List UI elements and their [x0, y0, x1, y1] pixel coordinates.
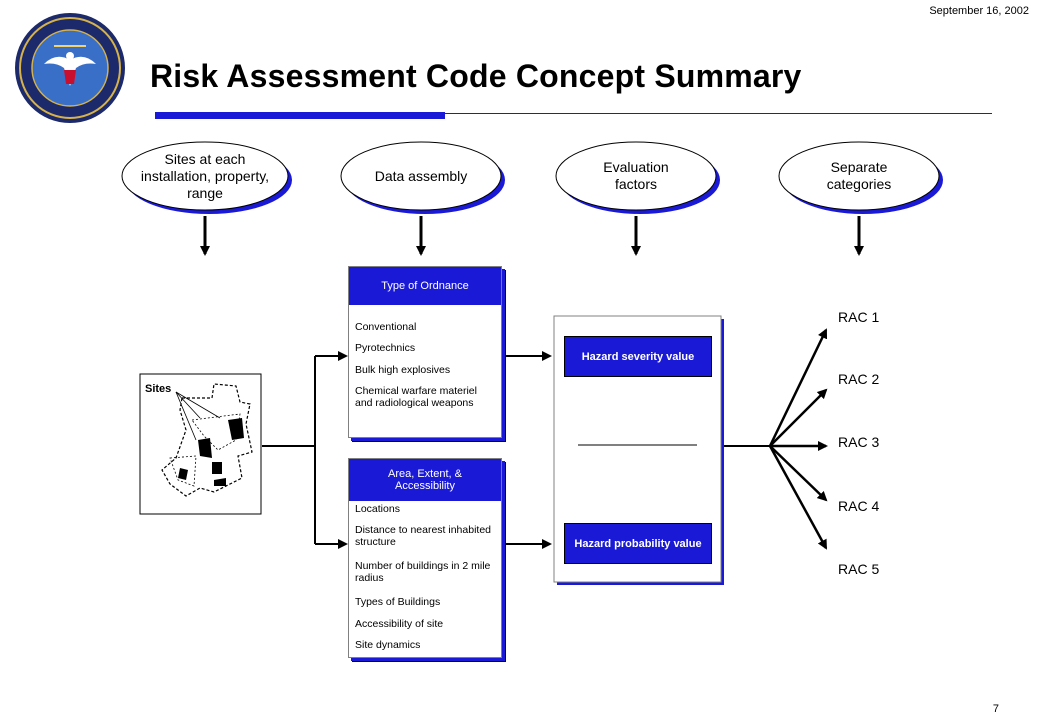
list-item: Chemical warfare materiel and radiologic… [355, 385, 477, 409]
list-item: Distance to nearest inhabited structure [355, 524, 492, 548]
title-rule-thin [445, 113, 992, 114]
page-title: Risk Assessment Code Concept Summary [150, 58, 802, 94]
area-header-label: Area, Extent, & Accessibility [388, 468, 462, 492]
oval-data-shape [340, 141, 505, 214]
list-item: Pyrotechnics [355, 342, 416, 354]
oval-sites-shape [121, 141, 292, 214]
oval-categories-shape [778, 141, 943, 214]
sites-map-label: Sites [145, 383, 172, 395]
list-item: Locations [355, 503, 400, 515]
dod-seal-logo [15, 13, 125, 123]
oval-sites-label: Sites at each installation, property, ra… [140, 150, 270, 201]
date-label: September 16, 2002 [929, 5, 1029, 17]
oval-sites: Sites at each installation, property, ra… [130, 145, 280, 207]
ordnance-box: Type of Ordnance Conventional Pyrotechni… [348, 266, 502, 438]
rac-4-label: RAC 4 [838, 498, 880, 514]
hazard-severity-label: Hazard severity value [564, 336, 712, 377]
oval-separate-categories: Separate categories [809, 145, 909, 207]
rac-1-label: RAC 1 [838, 309, 880, 325]
arrow-rac4 [769, 445, 828, 502]
ordnance-header: Type of Ordnance [349, 267, 501, 305]
list-item: Site dynamics [355, 639, 421, 651]
oval-evaluation-factors: Evaluation factors [586, 145, 686, 207]
area-box: Area, Extent, & Accessibility Locations … [348, 458, 502, 658]
sites-map-shape [139, 373, 262, 515]
list-item: Accessibility of site [355, 618, 444, 630]
oval-evaluation-label: Evaluation factors [603, 159, 669, 192]
list-item: Number of buildings in 2 mile radius [355, 560, 491, 584]
arrow-rac5 [768, 445, 828, 550]
oval-categories-label: Separate categories [826, 159, 892, 192]
page-number: 7 [992, 703, 999, 715]
list-item: Bulk high explosives [355, 364, 451, 376]
arrow-rac2 [769, 388, 828, 447]
hazard-probability-label: Hazard probability value [564, 523, 712, 564]
list-item: Types of Buildings [355, 596, 441, 608]
rac-3-label: RAC 3 [838, 434, 880, 450]
list-item: Conventional [355, 321, 417, 333]
title-rule-thick [155, 112, 445, 119]
ordnance-header-label: Type of Ordnance [381, 280, 469, 292]
oval-data-assembly: Data assembly [346, 145, 496, 207]
arrow-rac1 [768, 328, 828, 447]
oval-data-assembly-label: Data assembly [374, 167, 468, 184]
rac-5-label: RAC 5 [838, 561, 880, 577]
oval-evaluation-shape [555, 141, 720, 214]
rac-2-label: RAC 2 [838, 371, 880, 387]
area-header: Area, Extent, & Accessibility [349, 459, 501, 501]
